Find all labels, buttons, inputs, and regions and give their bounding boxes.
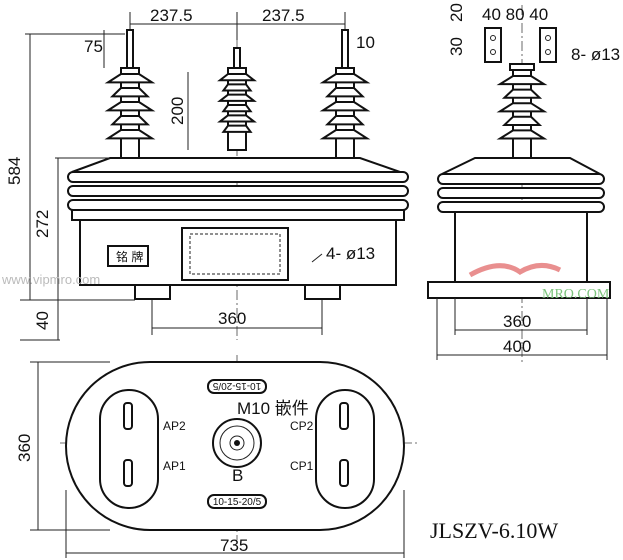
cover-plate (181, 227, 289, 281)
insulator-shed (319, 101, 371, 112)
dim-insulator: 200 (168, 97, 187, 125)
dim-mount: 360 (218, 309, 246, 328)
dim-top-right: 237.5 (262, 6, 305, 25)
insulator-shed (496, 75, 548, 86)
insulator-shed (496, 102, 548, 113)
terminal-right (341, 29, 349, 71)
terminal-middle (233, 47, 241, 71)
dim-height: 360 (15, 434, 34, 462)
side-dim-width: 400 (503, 337, 531, 356)
insert-label: M10 嵌件 (237, 399, 309, 418)
dim-top2: 30 (447, 37, 466, 56)
watermark-right: MRO.COM (542, 287, 610, 302)
insulator-shed (319, 129, 371, 140)
model-label: JLSZV-6.10W (430, 518, 558, 543)
insulator-shed (109, 115, 151, 126)
insulator-shed (104, 101, 156, 112)
side-hole-label: 8- ø13 (571, 45, 620, 64)
insulator-shed (104, 73, 156, 84)
insulator-shed (217, 73, 257, 82)
insulator-shed (109, 87, 151, 98)
dim-body: 272 (33, 210, 52, 238)
side-dim-mount: 360 (503, 312, 531, 331)
insulator-shed (501, 88, 543, 99)
nameplate-label: 铭 牌 (116, 249, 143, 264)
dim-width: 735 (220, 536, 248, 555)
insulator-shed (217, 114, 257, 123)
front-view: 237.5 237.5 75 10 200 铭 牌 4- ø13 584 272… (5, 6, 409, 341)
insulator-shed (221, 104, 253, 113)
dim-total-height: 584 (5, 157, 24, 185)
tag-bottom: 10-15-20/5 (213, 497, 262, 508)
tag-top: 10-15-20/5 (212, 380, 261, 391)
dim-spacing: 40 80 40 (482, 5, 548, 24)
label-ap2: AP2 (163, 419, 186, 433)
label-cp1: CP1 (290, 459, 314, 473)
insulator-shed (319, 73, 371, 84)
label-ap1: AP1 (163, 459, 186, 473)
insulator-shed (217, 93, 257, 102)
insulator-shed (104, 129, 156, 140)
dim-top1: 20 (447, 3, 466, 22)
insulator-shed (221, 124, 253, 133)
label-cp2: CP2 (290, 419, 314, 433)
insulator-shed (324, 115, 366, 126)
dim-base: 40 (33, 311, 52, 330)
insulator-shed (324, 87, 366, 98)
insulator-shed (496, 129, 548, 140)
terminal-left (126, 29, 134, 71)
side-view: 20 30 40 80 40 8- ø13 360 400 (427, 3, 620, 365)
dim-terminal-width: 10 (356, 33, 375, 52)
bottom-view: AP2 AP1 CP2 CP1 M10 嵌件 B 10-15-20/5 10-1… (15, 355, 420, 558)
insulator-shed (501, 115, 543, 126)
dim-terminal-height: 75 (84, 37, 103, 56)
hole-label: 4- ø13 (326, 244, 375, 263)
insulator-shed (221, 83, 253, 92)
watermark-left: www.vipmro.com (1, 272, 100, 287)
point-b: B (232, 466, 243, 485)
nameplate (107, 245, 149, 267)
dim-top-left: 237.5 (150, 6, 193, 25)
